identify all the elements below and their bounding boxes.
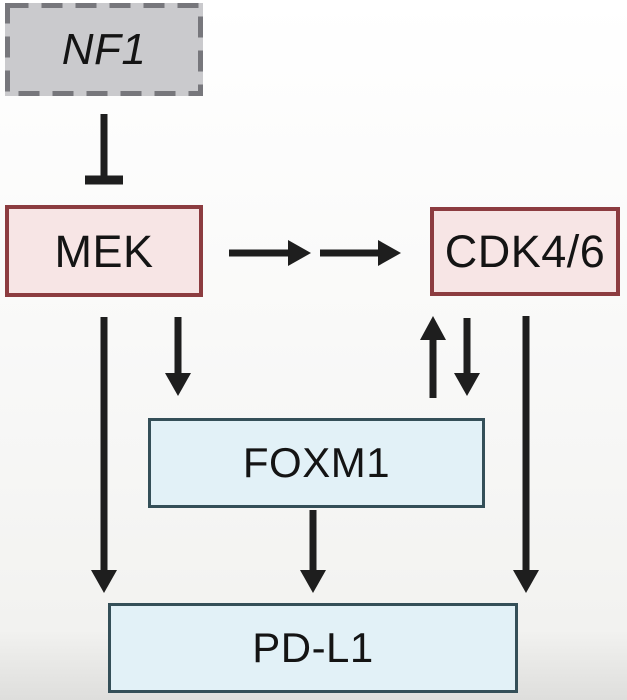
- arrowhead-right-icon: [378, 240, 401, 266]
- arrow-mek-cdk46-first: [229, 240, 311, 266]
- arrowhead-up-icon: [420, 316, 446, 340]
- arrow-foxm1-pdl1: [300, 510, 326, 593]
- node-nf1: NF1: [5, 3, 203, 96]
- arrowhead-down-icon: [454, 373, 480, 396]
- arrowhead-down-icon: [165, 373, 191, 396]
- node-foxm1-label: FOXM1: [242, 439, 391, 486]
- arrowhead-down-icon: [513, 570, 539, 593]
- node-cdk46: CDK4/6: [430, 207, 620, 296]
- arrow-mek-cdk46-second: [320, 240, 401, 266]
- node-cdk46-label: CDK4/6: [444, 226, 606, 277]
- node-mek: MEK: [5, 205, 203, 297]
- arrow-cdk46-foxm1: [454, 318, 480, 396]
- arrow-mek-pdl1: [91, 317, 117, 593]
- dashed-rect: [5, 3, 203, 96]
- arrow-foxm1-cdk46: [420, 316, 446, 398]
- arrowhead-down-icon: [91, 570, 117, 593]
- node-foxm1: FOXM1: [148, 418, 485, 508]
- arrowhead-down-icon: [300, 570, 326, 593]
- node-pdl1: PD-L1: [108, 603, 518, 693]
- node-pdl1-label: PD-L1: [252, 624, 374, 671]
- inhibition-tbar-nf1-mek: [85, 114, 123, 185]
- arrow-cdk46-pdl1: [513, 316, 539, 593]
- arrow-mek-foxm1: [165, 317, 191, 396]
- node-nf1-label: NF1: [61, 24, 147, 74]
- nf1-dashed-border: [5, 3, 203, 96]
- arrowhead-right-icon: [288, 240, 311, 266]
- node-mek-label: MEK: [54, 225, 154, 277]
